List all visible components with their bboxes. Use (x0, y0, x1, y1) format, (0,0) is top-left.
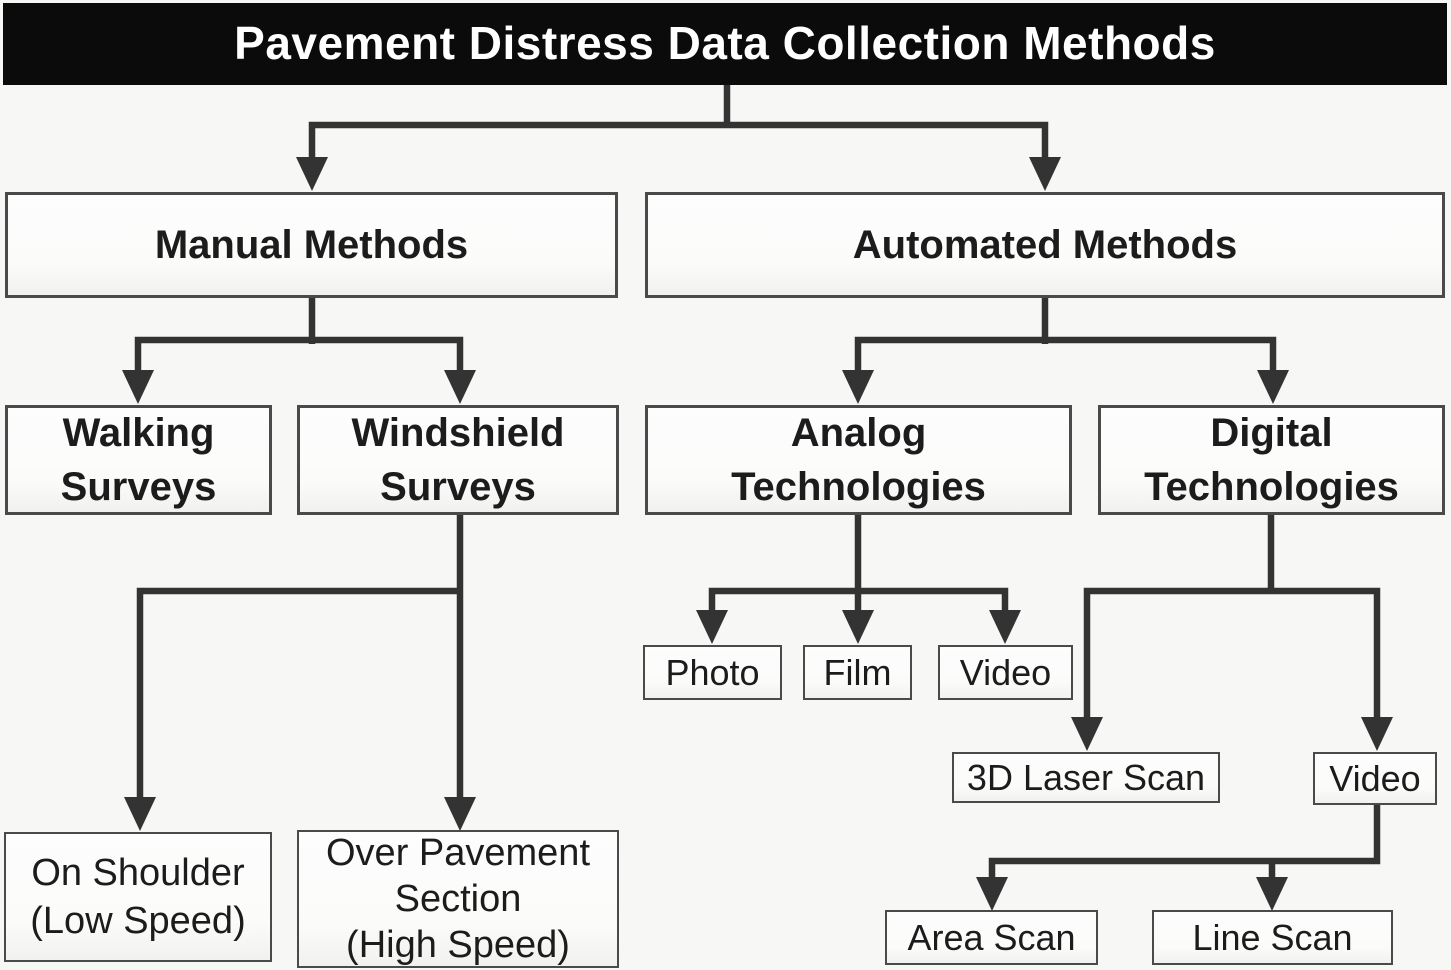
node-3d-laser-scan: 3D Laser Scan (952, 752, 1220, 803)
diagram-title: Pavement Distress Data Collection Method… (3, 3, 1447, 85)
node-manual-methods: Manual Methods (5, 192, 618, 298)
node-analog-technologies: Analog Technologies (645, 405, 1072, 515)
node-video-digital: Video (1313, 752, 1437, 805)
node-video-analog: Video (938, 645, 1073, 700)
node-area-scan: Area Scan (885, 910, 1098, 965)
node-over-pavement: Over Pavement Section (High Speed) (297, 830, 619, 968)
node-photo: Photo (643, 645, 782, 700)
node-digital-technologies: Digital Technologies (1098, 405, 1445, 515)
node-line-scan: Line Scan (1152, 910, 1393, 965)
node-windshield-surveys: Windshield Surveys (297, 405, 619, 515)
node-walking-surveys: Walking Surveys (5, 405, 272, 515)
node-on-shoulder: On Shoulder (Low Speed) (4, 832, 272, 962)
node-film: Film (803, 645, 912, 700)
node-automated-methods: Automated Methods (645, 192, 1445, 298)
